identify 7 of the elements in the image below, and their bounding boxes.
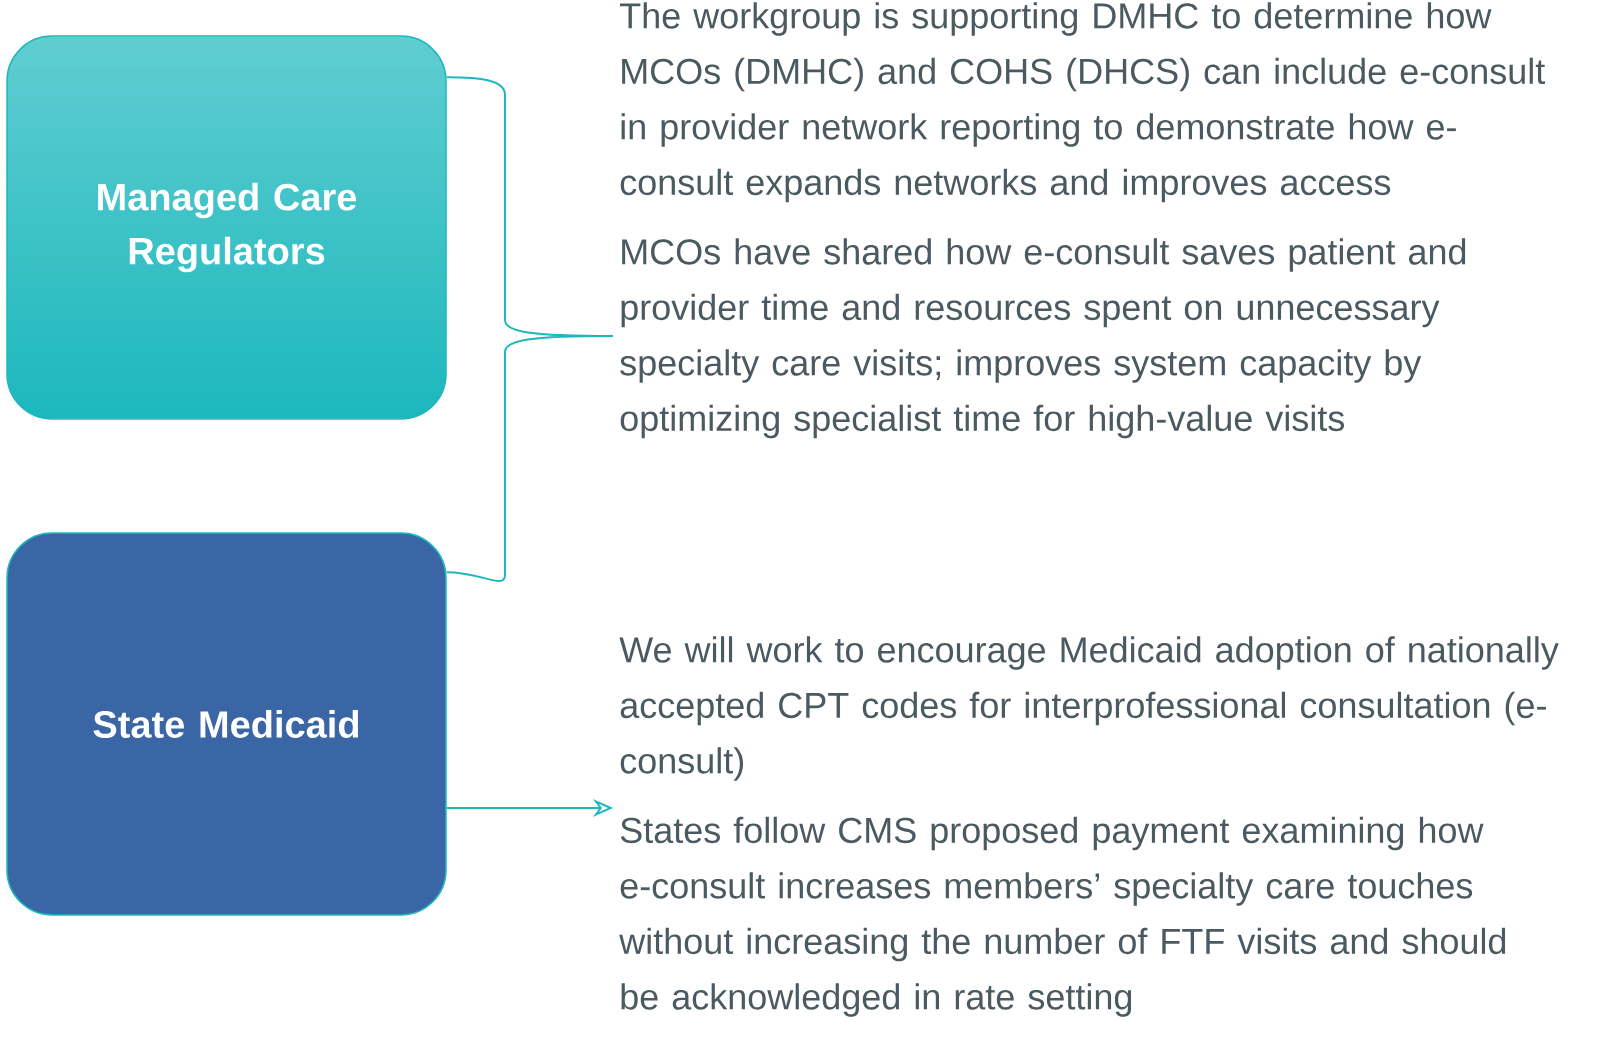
rounded-box: State Medicaid xyxy=(6,532,447,916)
paragraph: MCOs have shared how e-consult saves patient and provider time and resources spent on unnecessary specialty care visits; improves system capacity by optimizing specialist time for high-value visits xyxy=(620,238,1466,439)
paragraph: The workgroup is supporting DMHC to determine how MCOs (DMHC) and COHS (DHCS) can include e-consult in provider network reporting to demonstrate how e-consult expands networks and improves access xyxy=(620,2,1545,203)
rounded-box: Managed Care Regulators xyxy=(6,35,447,420)
paragraph: We will work to encourage Medicaid adoption of nationally accepted CPT codes for interprofessional consultation (e-consult) xyxy=(619,636,1559,781)
bracket-line xyxy=(445,335,614,582)
paragraph: States follow CMS proposed payment examining how e-consult increases members’ specialty care touches without increasing the number of FTF visits and should be acknowledged in rate setting xyxy=(619,816,1506,1017)
